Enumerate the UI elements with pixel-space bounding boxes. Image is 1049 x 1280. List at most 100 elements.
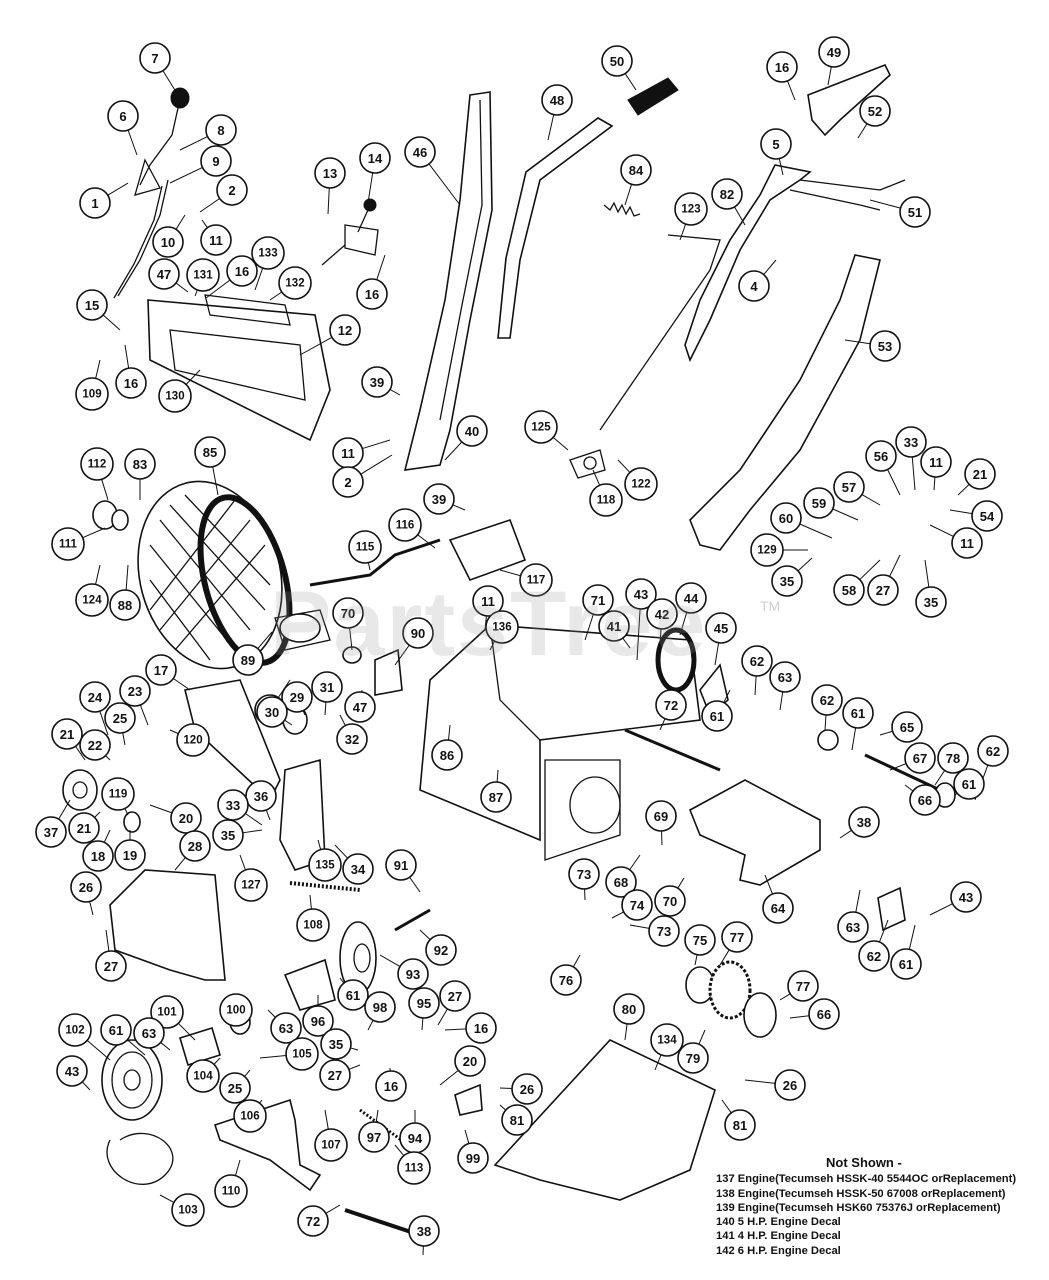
callout-leader-40 [444,441,463,461]
callout-80: 80 [613,993,645,1025]
callout-leader-35 [924,559,930,588]
callout-circle [977,735,1009,767]
callout-number: 44 [684,591,699,606]
callout-number: 12 [338,323,352,338]
callout-leader-44 [679,612,688,636]
callout-11: 11 [200,224,232,256]
callout-26: 26 [70,871,102,903]
callout-86: 86 [431,739,463,771]
callout-129: 129 [750,533,784,567]
callout-60: 60 [770,502,802,534]
callout-circle [364,991,396,1023]
callout-circle [613,993,645,1025]
callout-circle [760,128,792,160]
callout-circle [186,1059,220,1093]
callout-circle [82,840,114,872]
callout-circle [107,100,139,132]
callout-85: 85 [194,436,226,468]
callout-leader-112 [101,479,109,501]
callout-circle [858,940,890,972]
callout-circle [51,718,83,750]
callout-circle [385,849,417,881]
callout-circle [480,781,512,813]
callout-number: 62 [867,949,881,964]
callout-circle [646,598,678,630]
callout-leader-16 [376,254,386,280]
callout-number: 27 [876,583,890,598]
callout-circle [541,84,573,116]
callout-number: 35 [780,574,794,589]
callout-number: 76 [559,973,573,988]
callout-circle [472,585,504,617]
callout-number: 16 [384,1079,398,1094]
callout-circle [256,696,288,728]
callout-leader-68 [629,854,641,871]
callout-leader-62 [878,919,889,943]
callout-leader-61 [127,1039,146,1056]
callout-16: 16 [766,51,798,83]
callout-leader-110 [234,1159,241,1176]
callout-number: 35 [924,595,938,610]
callout-circle [589,483,623,517]
callout-circle [148,258,180,290]
callout-leader-92 [419,929,431,941]
callout-number: 26 [520,1082,534,1097]
callout-29: 29 [281,681,313,713]
callout-number: 134 [657,1035,677,1047]
callout-leader-118 [592,469,601,486]
callout-circle [625,578,657,610]
callout-leader-65 [879,730,893,736]
callout-number: 120 [183,735,202,747]
callout-number: 81 [510,1113,524,1128]
callout-leader-11 [362,439,391,450]
callout-number: 63 [846,920,860,935]
callout-leader-62 [754,675,757,696]
callout-circle [397,1151,431,1185]
callout-leader-116 [417,534,436,549]
callout-leader-16 [205,279,231,299]
callout-circle [329,314,361,346]
callout-11: 11 [920,446,952,478]
callout-61: 61 [337,979,369,1011]
callout-circle [601,45,633,77]
callout-120: 120 [176,723,210,757]
callout-number: 117 [527,575,546,587]
callout-44: 44 [675,582,707,614]
callout-leader-61 [908,924,916,950]
note-line: 142 6 H.P. Engine Decal [716,1244,841,1257]
callout-number: 135 [315,860,335,872]
callout-73: 73 [568,858,600,890]
callout-circle [281,681,313,713]
callout-number: 84 [629,163,644,178]
callout-circle [109,589,141,621]
callout-circle [245,780,277,812]
callout-9: 9 [200,145,232,177]
callout-100: 100 [219,993,253,1027]
callout-130: 130 [158,379,192,413]
spring-19 [123,811,141,833]
callout-leader-134 [654,1054,662,1071]
callout-93: 93 [397,958,429,990]
callout-circle [278,266,312,300]
callout-circle [233,1099,267,1133]
callout-number: 52 [868,104,882,119]
callout-76: 76 [550,964,582,996]
callout-71: 71 [582,584,614,616]
callout-number: 65 [900,720,914,735]
callout-number: 23 [128,684,142,699]
callout-number: 71 [591,593,605,608]
callout-26: 26 [774,1069,806,1101]
callout-38: 38 [408,1215,440,1247]
callout-leader-30 [284,719,293,726]
callout-number: 72 [664,698,678,713]
callout-number: 19 [123,848,137,863]
callout-circle [741,645,773,677]
callout-leader-35 [797,557,813,572]
callout-number: 105 [292,1049,312,1061]
callout-circle [655,689,687,721]
callout-leader-24 [99,711,109,736]
callout-circle [171,1193,205,1227]
callout-circle [865,440,897,472]
callout-33: 33 [217,789,249,821]
callout-circle [550,964,582,996]
